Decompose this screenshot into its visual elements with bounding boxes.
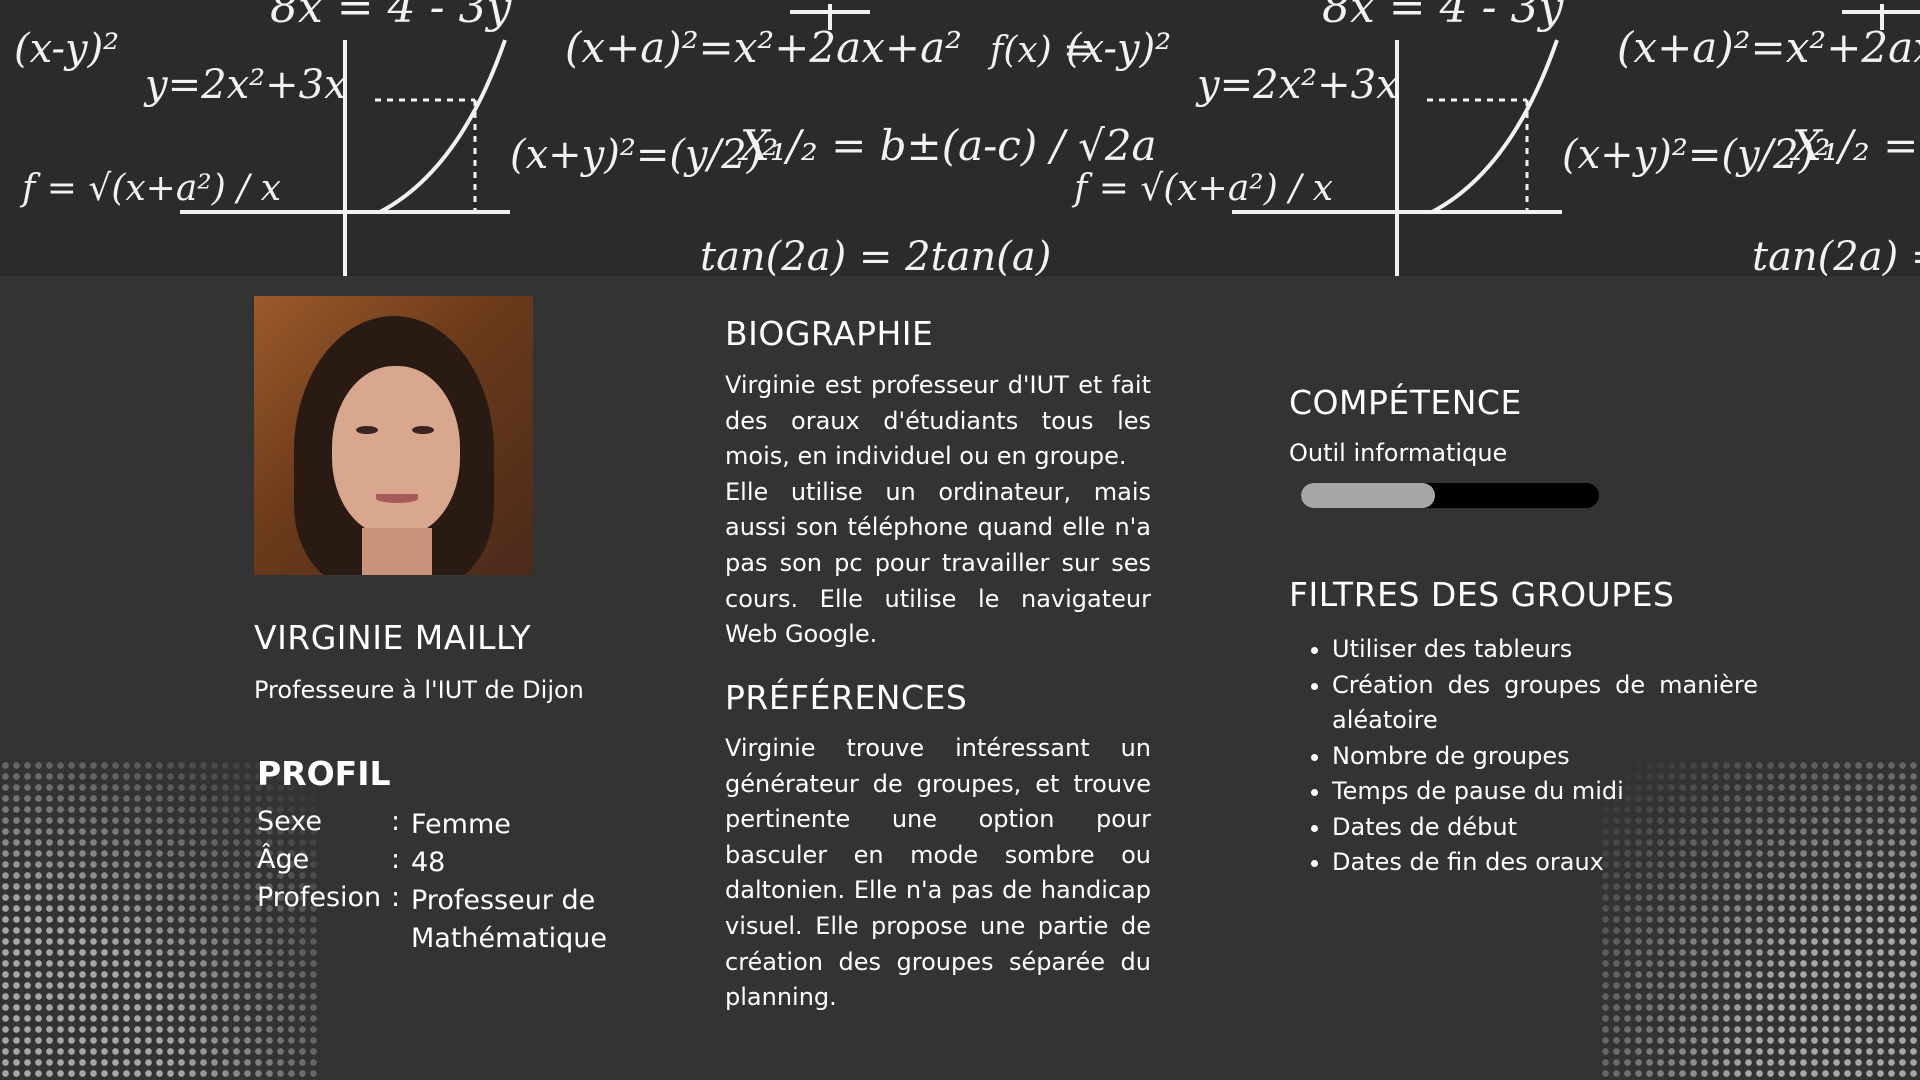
preferences-text: Virginie trouve intéressant un générateu… <box>725 734 1151 1012</box>
profil-key: Sexe <box>257 806 323 837</box>
list-item: Dates de fin des oraux <box>1332 845 1758 881</box>
profil-separator: : <box>391 882 401 913</box>
profil-key: Profesion <box>257 882 382 913</box>
person-subtitle: Professeure à l'IUT de Dijon <box>254 676 584 704</box>
svg-text:y=2x²+3x: y=2x²+3x <box>143 62 347 108</box>
biographie-heading: BIOGRAPHIE <box>725 314 934 353</box>
svg-text:X₁/₂ = b±(a-c) / √2a: X₁/₂ = b±(a-c) / √2a <box>737 121 1157 170</box>
svg-text:(x+y)²=(y/2)²: (x+y)²=(y/2)² <box>1562 132 1830 178</box>
svg-text:X₁/₂ = b±(a-c) / √2a: X₁/₂ = b±(a-c) / √2a <box>1789 121 1920 170</box>
profil-key: Âge <box>257 844 310 875</box>
filtres-list: Utiliser des tableurs Création des group… <box>1289 632 1758 881</box>
svg-text:(x+y)²=(y/2)²: (x+y)²=(y/2)² <box>510 132 778 178</box>
halftone-dots-decoration-right <box>1600 760 1920 1080</box>
svg-text:(x+a)²=x²+2ax+a²: (x+a)²=x²+2ax+a² <box>1617 23 1920 72</box>
competence-heading: COMPÉTENCE <box>1289 383 1522 422</box>
competence-label: Outil informatique <box>1289 439 1508 467</box>
formula-tile-right: 8x = 4 - 3y (x-y)² y=2x²+3x (x+a)²=x²+2a… <box>1066 0 1920 276</box>
svg-text:(x-y)²: (x-y)² <box>1066 26 1171 72</box>
svg-text:y=2x²+3x: y=2x²+3x <box>1195 62 1399 108</box>
competence-progress-bar <box>1301 483 1599 508</box>
competence-progress-fill <box>1301 483 1436 508</box>
biographie-paragraph: Virginie est professeur d'IUT et fait de… <box>725 371 1151 471</box>
svg-text:f = √(x+a²) / x: f = √(x+a²) / x <box>19 168 281 209</box>
biographie-paragraph: Elle utilise un ordinateur, mais aussi s… <box>725 477 1151 649</box>
profil-value: Professeur de Mathématique <box>411 885 607 954</box>
list-item: Dates de début <box>1332 810 1758 846</box>
profil-separator: : <box>391 806 401 837</box>
profil-row-sexe: Sexe : Femme <box>257 806 651 844</box>
svg-text:8x = 4 - 3y: 8x = 4 - 3y <box>270 0 512 33</box>
filtres-heading: FILTRES DES GROUPES <box>1289 575 1675 614</box>
list-item: Temps de pause du midi <box>1332 774 1758 810</box>
list-item: Création des groupes de manière aléatoir… <box>1332 668 1758 739</box>
formula-tile-left: 8x = 4 - 3y (x-y)² y=2x²+3x (x+a)²=x²+2a… <box>14 0 1157 276</box>
svg-text:f = √(x+a²) / x: f = √(x+a²) / x <box>1071 168 1333 209</box>
person-name: VIRGINIE MAILLY <box>254 618 532 657</box>
profil-row-age: Âge : 48 <box>257 844 651 882</box>
profile-photo <box>254 296 533 575</box>
svg-text:(x-y)²: (x-y)² <box>14 26 119 72</box>
biographie-text: Virginie est professeur d'IUT et fait de… <box>725 368 1151 653</box>
profil-separator: : <box>391 844 401 875</box>
profil-heading: PROFIL <box>257 754 391 793</box>
svg-text:f(x) =: f(x) = <box>987 30 1093 71</box>
svg-text:8x = 4 - 3y: 8x = 4 - 3y <box>1322 0 1564 33</box>
svg-text:(x+a)²=x²+2ax+a²: (x+a)²=x²+2ax+a² <box>565 23 962 72</box>
svg-text:tan(2a) = 2tan(a): tan(2a) = 2tan(a) <box>1752 234 1920 276</box>
profil-row-profession: Profesion : Professeur de Mathématique <box>257 882 651 958</box>
profil-table: Sexe : Femme Âge : 48 Profesion : Profes… <box>257 806 651 958</box>
profil-value: 48 <box>411 847 446 878</box>
svg-text:tan(2a) = 2tan(a): tan(2a) = 2tan(a) <box>700 234 1051 276</box>
profil-value: Femme <box>411 809 511 840</box>
math-banner: 8x = 4 - 3y (x-y)² y=2x²+3x (x+a)²=x²+2a… <box>0 0 1920 276</box>
list-item: Utiliser des tableurs <box>1332 632 1758 668</box>
halftone-dots-decoration-left <box>0 760 320 1080</box>
list-item: Nombre de groupes <box>1332 739 1758 775</box>
math-formulas-graphic: 8x = 4 - 3y (x-y)² y=2x²+3x (x+a)²=x²+2a… <box>14 0 1920 276</box>
preferences-heading: PRÉFÉRENCES <box>725 678 968 717</box>
